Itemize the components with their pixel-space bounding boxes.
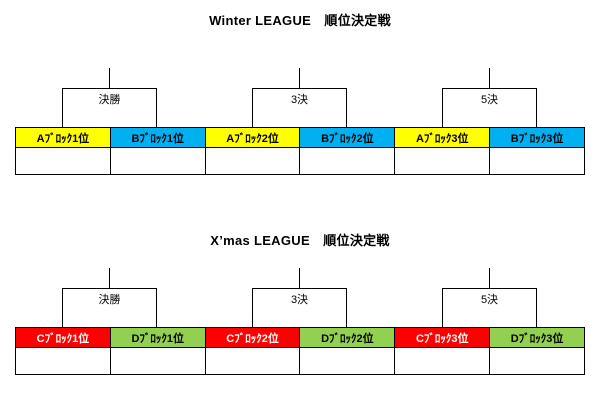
block-cell: Aﾌﾞﾛｯｸ3位 [394, 127, 491, 148]
bracket-connector-line [442, 88, 537, 127]
xmas-bracket-final: 決勝 [62, 268, 157, 327]
bracket-stub-line [109, 268, 110, 288]
table-row [15, 347, 585, 375]
table-row: Cﾌﾞﾛｯｸ1位 Dﾌﾞﾛｯｸ1位 Cﾌﾞﾛｯｸ2位 Dﾌﾞﾛｯｸ2位 Cﾌﾞﾛ… [15, 327, 585, 348]
xmas-league-title: X’mas LEAGUE 順位決定戦 [210, 233, 390, 248]
block-cell: Bﾌﾞﾛｯｸ3位 [489, 127, 585, 148]
block-cell: Aﾌﾞﾛｯｸ1位 [15, 127, 111, 148]
winter-bracket-5th: 5決 [442, 68, 537, 127]
empty-cell [489, 347, 585, 375]
empty-cell [489, 147, 585, 175]
table-row [15, 147, 585, 175]
bracket-connector-line [252, 88, 347, 127]
empty-cell [299, 347, 396, 375]
match-label-5th: 5決 [480, 294, 499, 306]
winter-league-section: Winter LEAGUE 順位決定戦 決勝 3決 5決 Aﾌﾞﾛｯｸ1位 Bﾌ… [0, 0, 600, 200]
winter-standings-table: Aﾌﾞﾛｯｸ1位 Bﾌﾞﾛｯｸ1位 Aﾌﾞﾛｯｸ2位 Bﾌﾞﾛｯｸ2位 Aﾌﾞﾛ… [15, 127, 585, 175]
bracket-connector-line [62, 288, 157, 327]
bracket-stub-line [109, 68, 110, 88]
empty-cell [15, 147, 111, 175]
table-row: Aﾌﾞﾛｯｸ1位 Bﾌﾞﾛｯｸ1位 Aﾌﾞﾛｯｸ2位 Bﾌﾞﾛｯｸ2位 Aﾌﾞﾛ… [15, 127, 585, 148]
empty-cell [204, 347, 301, 375]
winter-league-title: Winter LEAGUE 順位決定戦 [209, 13, 391, 28]
match-label-3rd: 3決 [290, 294, 309, 306]
block-cell: Cﾌﾞﾛｯｸ1位 [15, 327, 111, 348]
winter-brackets: 決勝 3決 5決 [0, 68, 600, 127]
winter-bracket-3rd: 3決 [252, 68, 347, 127]
block-cell: Dﾌﾞﾛｯｸ2位 [299, 327, 396, 348]
block-cell: Cﾌﾞﾛｯｸ3位 [394, 327, 491, 348]
xmas-bracket-5th: 5決 [442, 268, 537, 327]
empty-cell [394, 347, 491, 375]
block-cell: Dﾌﾞﾛｯｸ3位 [489, 327, 585, 348]
xmas-league-section: X’mas LEAGUE 順位決定戦 決勝 3決 5決 Cﾌﾞﾛｯｸ1位 Dﾌﾞ… [0, 220, 600, 401]
empty-cell [299, 147, 396, 175]
empty-cell [109, 347, 206, 375]
match-label-5th: 5決 [480, 94, 499, 106]
empty-cell [109, 147, 206, 175]
bracket-connector-line [252, 288, 347, 327]
empty-cell [15, 347, 111, 375]
empty-cell [394, 147, 491, 175]
empty-cell [204, 147, 301, 175]
xmas-standings-table: Cﾌﾞﾛｯｸ1位 Dﾌﾞﾛｯｸ1位 Cﾌﾞﾛｯｸ2位 Dﾌﾞﾛｯｸ2位 Cﾌﾞﾛ… [15, 327, 585, 375]
block-cell: Cﾌﾞﾛｯｸ2位 [204, 327, 301, 348]
xmas-brackets: 決勝 3決 5決 [0, 268, 600, 327]
match-label-3rd: 3決 [290, 94, 309, 106]
block-cell: Aﾌﾞﾛｯｸ2位 [204, 127, 301, 148]
match-label-final: 決勝 [98, 294, 121, 306]
block-cell: Bﾌﾞﾛｯｸ1位 [109, 127, 206, 148]
bracket-connector-line [62, 88, 157, 127]
match-label-final: 決勝 [98, 94, 121, 106]
block-cell: Dﾌﾞﾛｯｸ1位 [109, 327, 206, 348]
winter-bracket-final: 決勝 [62, 68, 157, 127]
bracket-connector-line [442, 288, 537, 327]
bracket-stub-line [489, 68, 490, 88]
bracket-stub-line [489, 268, 490, 288]
xmas-bracket-3rd: 3決 [252, 268, 347, 327]
block-cell: Bﾌﾞﾛｯｸ2位 [299, 127, 396, 148]
bracket-stub-line [299, 268, 300, 288]
bracket-stub-line [299, 68, 300, 88]
